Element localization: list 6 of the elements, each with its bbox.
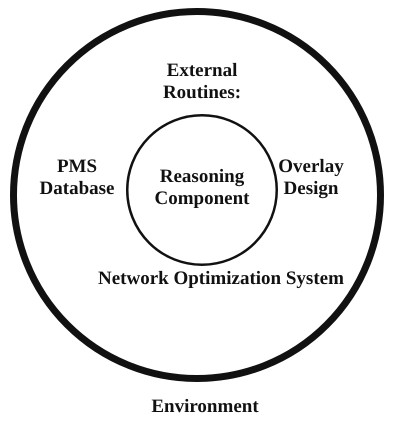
database-label: PMS Database bbox=[38, 156, 116, 200]
routines-label: External Routines: bbox=[162, 60, 242, 104]
design-label: Overlay Design bbox=[277, 156, 345, 200]
component-label: Reasoning Component bbox=[153, 166, 250, 210]
environment-label: Environment bbox=[150, 396, 260, 418]
system-label: Network Optimization System bbox=[98, 268, 345, 290]
